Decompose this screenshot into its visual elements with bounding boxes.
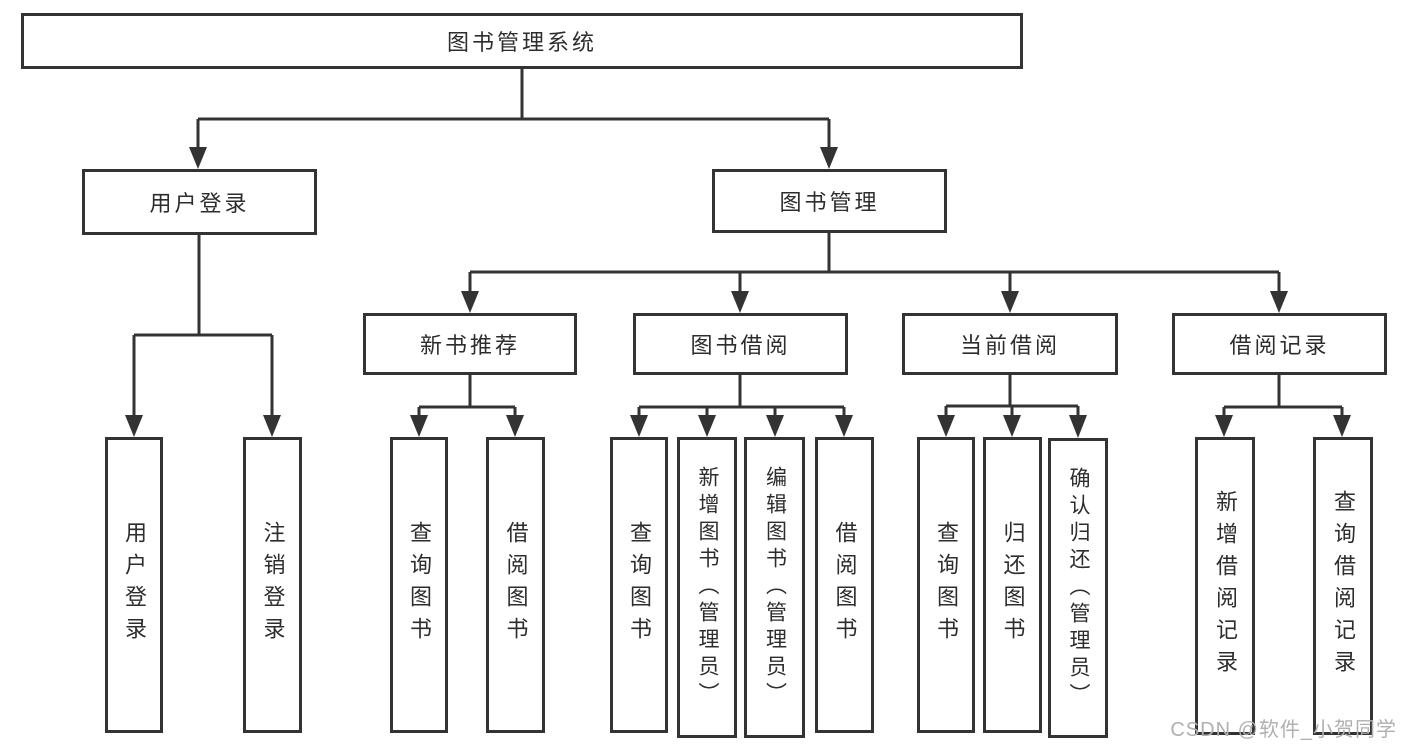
leaf-box-query-borrow-record: 查询借阅记录 (1313, 437, 1373, 735)
leaf-box-logout: 注销登录 (243, 437, 302, 733)
leaf-box-query-books-1: 查询图书 (390, 437, 448, 733)
leaf-box-add-books-admin: 新增图书（管理员） (677, 437, 737, 738)
branch-box-user-login: 用户登录 (82, 169, 317, 235)
leaf-add-books-admin-label: 新增图书（管理员） (696, 466, 719, 709)
leaf-box-edit-books-admin: 编辑图书（管理员） (744, 437, 805, 738)
leaf-add-borrow-record-label: 新增借阅记录 (1213, 490, 1238, 682)
leaf-box-borrow-books-1: 借阅图书 (486, 437, 545, 733)
leaf-query-books-1-label: 查询图书 (407, 521, 432, 649)
section-box-current-borrow: 当前借阅 (902, 313, 1118, 375)
branch-book-management-label: 图书管理 (779, 190, 880, 215)
leaf-query-books-2-label: 查询图书 (627, 521, 652, 649)
leaf-box-user-login: 用户登录 (105, 437, 163, 733)
section-new-book-recommend-label: 新书推荐 (419, 333, 520, 358)
leaf-borrow-books-1-label: 借阅图书 (503, 521, 529, 649)
leaf-logout-label: 注销登录 (260, 521, 286, 649)
csdn-watermark: CSDN @软件_小贺同学 (1170, 719, 1397, 741)
section-book-borrow-label: 图书借阅 (690, 333, 791, 358)
section-box-borrow-records: 借阅记录 (1172, 313, 1387, 375)
leaf-box-return-books: 归还图书 (983, 437, 1042, 733)
leaf-confirm-return-admin-label: 确认归还（管理员） (1067, 466, 1090, 710)
root-label: 图书管理系统 (446, 30, 597, 55)
section-current-borrow-label: 当前借阅 (959, 333, 1060, 358)
section-box-new-book-recommend: 新书推荐 (363, 313, 577, 375)
root-box-library-system: 图书管理系统 (21, 13, 1023, 69)
leaf-return-books-label: 归还图书 (1000, 521, 1026, 649)
leaf-query-books-3-label: 查询图书 (934, 521, 959, 649)
section-box-book-borrow: 图书借阅 (633, 313, 848, 375)
branch-user-login-label: 用户登录 (149, 191, 250, 216)
section-borrow-records-label: 借阅记录 (1229, 333, 1330, 358)
leaf-query-borrow-record-label: 查询借阅记录 (1331, 490, 1356, 682)
branch-box-book-management: 图书管理 (712, 169, 947, 233)
leaf-box-confirm-return-admin: 确认归还（管理员） (1048, 438, 1108, 738)
leaf-box-borrow-books-2: 借阅图书 (815, 437, 874, 733)
leaf-box-add-borrow-record: 新增借阅记录 (1195, 437, 1255, 735)
leaf-user-login-label: 用户登录 (122, 521, 147, 649)
leaf-box-query-books-2: 查询图书 (610, 437, 668, 733)
leaf-box-query-books-3: 查询图书 (917, 437, 975, 733)
leaf-borrow-books-2-label: 借阅图书 (832, 521, 858, 649)
leaf-edit-books-admin-label: 编辑图书（管理员） (763, 466, 787, 709)
